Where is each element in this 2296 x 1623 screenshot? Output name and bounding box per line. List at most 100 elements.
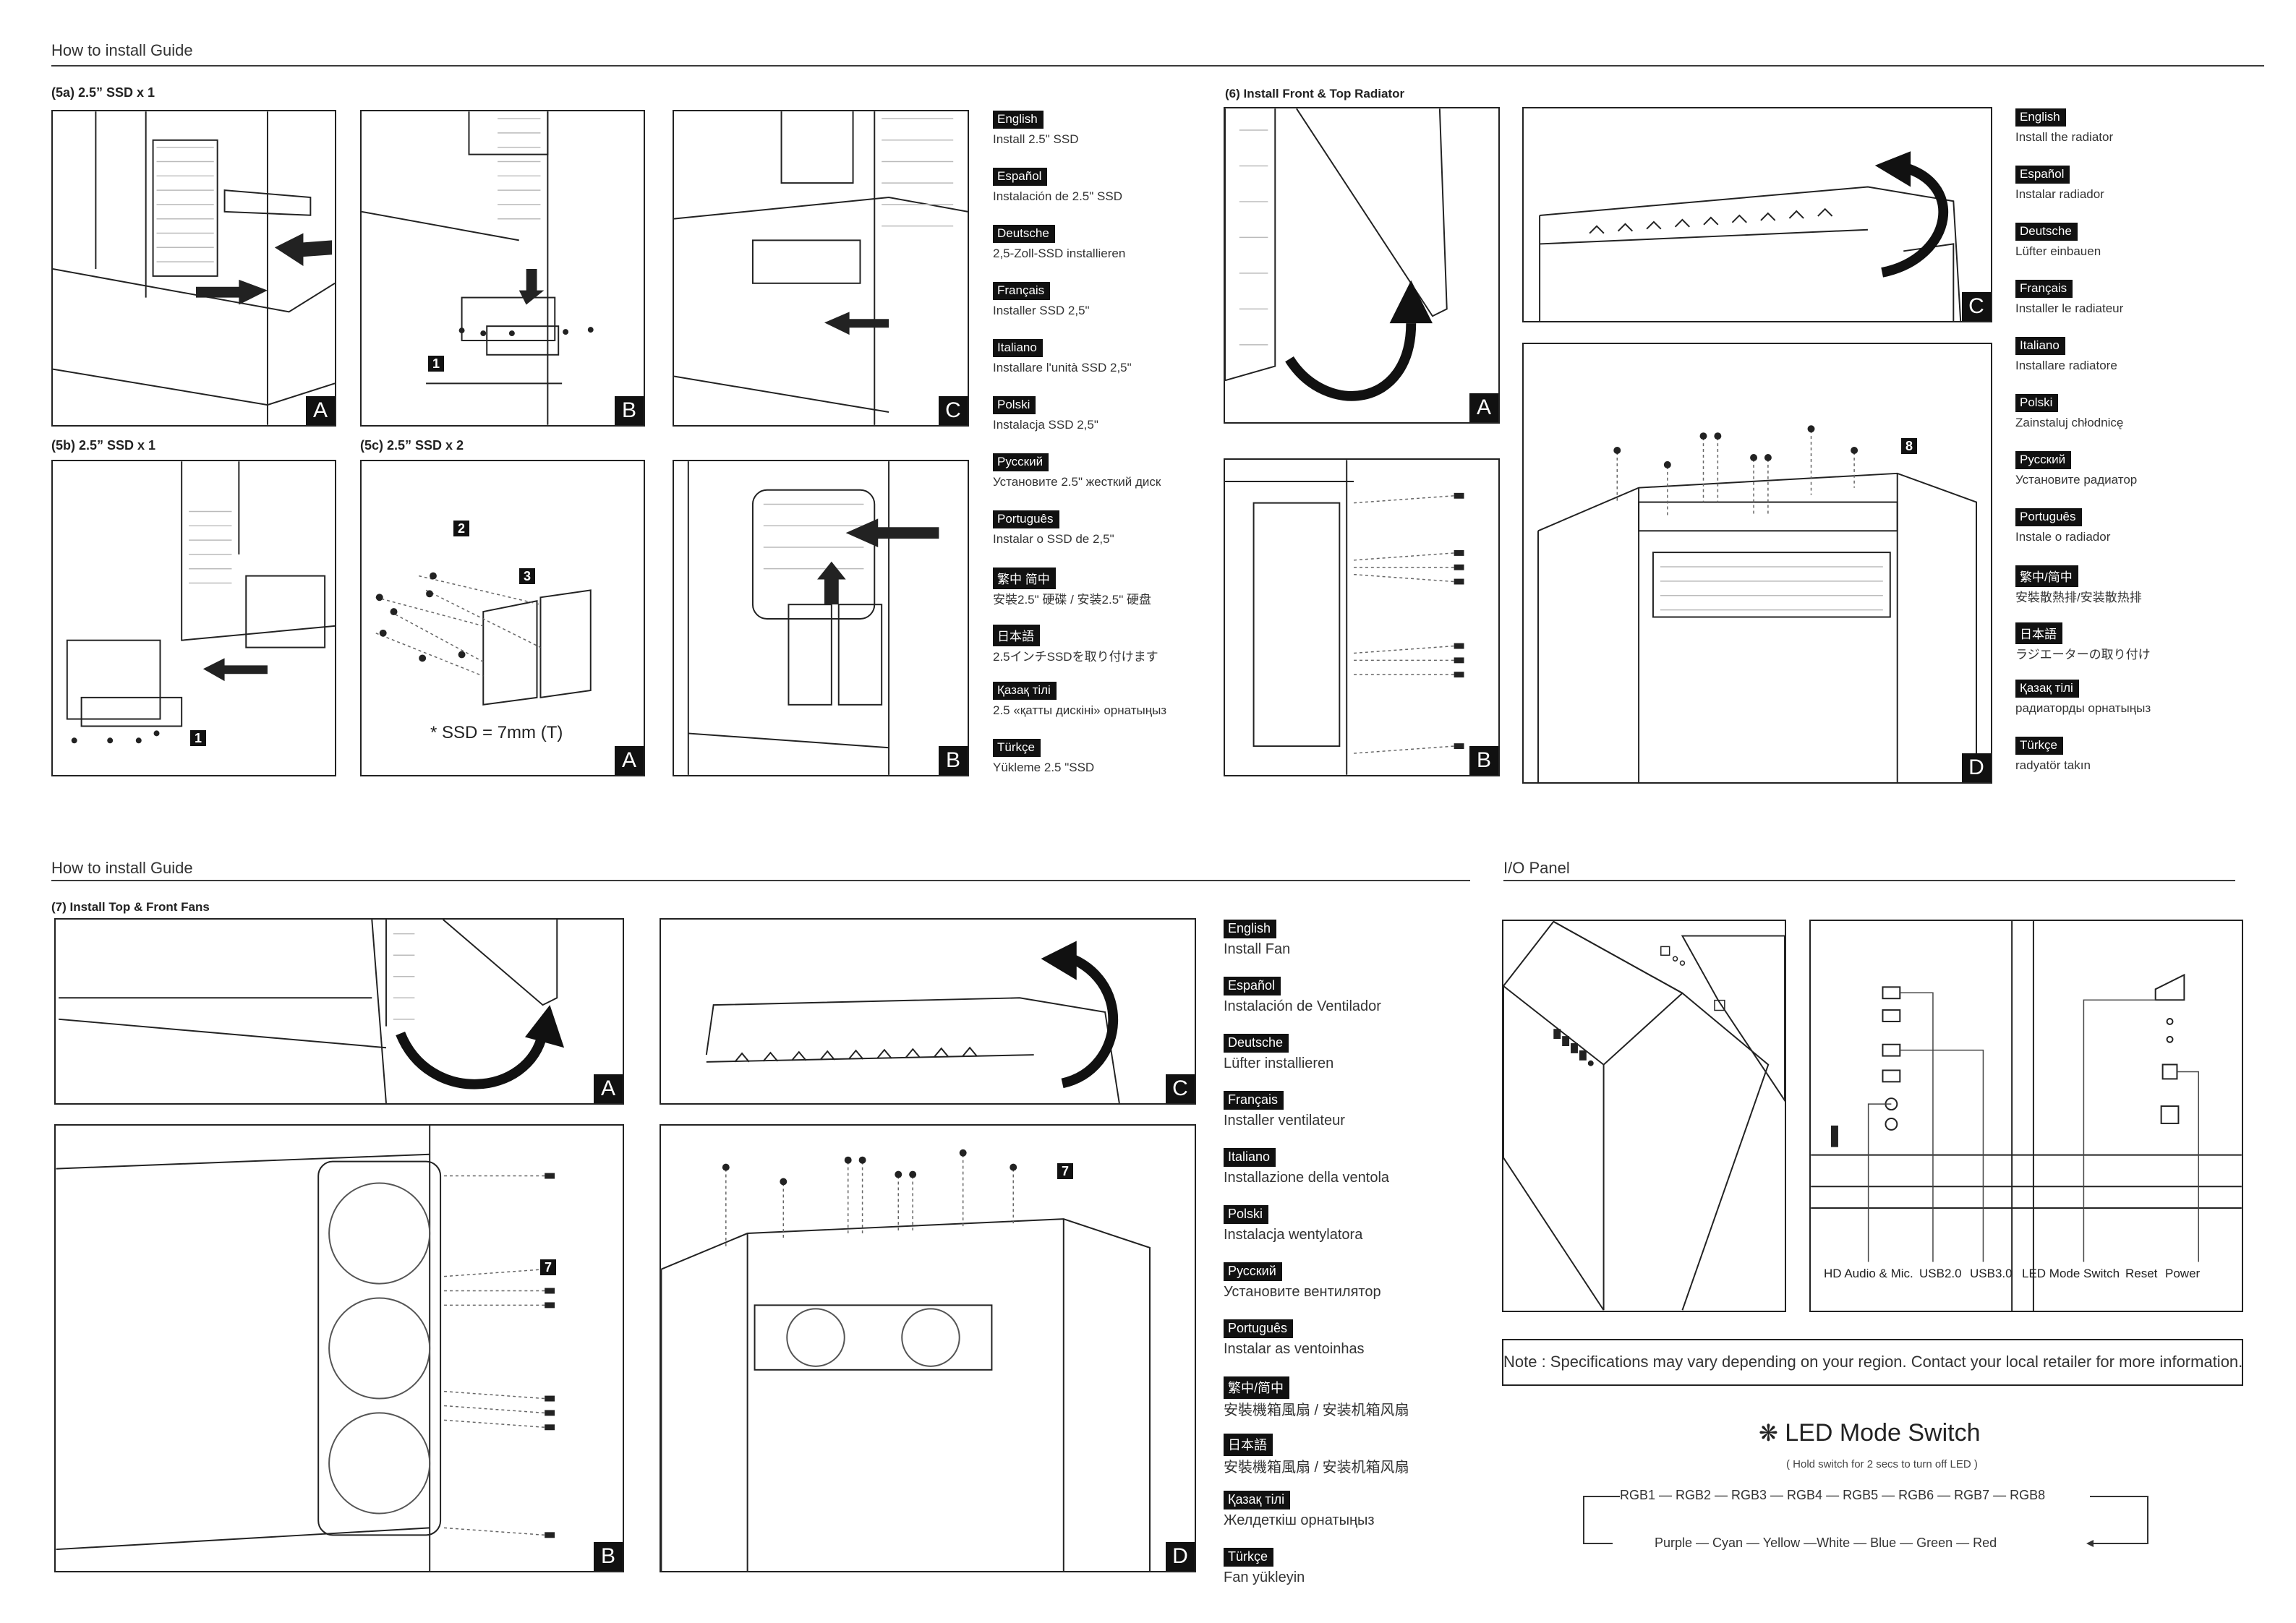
panel-letter: C xyxy=(1166,1074,1195,1103)
language-tag: Polski xyxy=(2015,394,2059,412)
instruction-text: Установите 2.5" жесткий диск xyxy=(993,475,1161,489)
callout-8: 8 xyxy=(1901,438,1917,454)
led-sun-icon: ❋ xyxy=(1759,1420,1778,1446)
case-drawing xyxy=(1225,460,1464,775)
instruction-text: 2.5 «қатты дискіні» орнатыңыз xyxy=(993,703,1167,717)
panel-letter: B xyxy=(615,396,644,425)
section-title-install-guide: How to install Guide xyxy=(51,859,193,877)
instruction-text: Instalar radiador xyxy=(2015,187,2104,201)
panel-letter: B xyxy=(1469,746,1498,775)
illustration-6-c: C xyxy=(1522,107,1992,322)
led-mode-switch-title: ❋ LED Mode Switch xyxy=(1759,1419,1981,1447)
case-drawing xyxy=(66,461,335,744)
case-drawing xyxy=(1225,108,1448,401)
language-tag: English xyxy=(1224,920,1277,938)
lang-japanese: 日本語ラジエーターの取り付け xyxy=(2015,622,2269,680)
panel-letter: D xyxy=(1962,753,1991,782)
label-hd-audio: HD Audio & Mic. xyxy=(1824,1267,1913,1280)
step-title-5b: (5b) 2.5” SSD x 1 xyxy=(51,438,156,453)
label-led-mode-switch: LED Mode Switch xyxy=(2022,1267,2120,1280)
instruction-text: Zainstaluj chłodnicę xyxy=(2015,416,2124,429)
instruction-text: Installer le radiateur xyxy=(2015,301,2124,315)
instruction-text: Instalación de Ventilador xyxy=(1224,998,1381,1014)
language-tag: Türkçe xyxy=(1224,1548,1274,1567)
instruction-text: Installazione della ventola xyxy=(1224,1170,1390,1186)
illustration-7-b: 7 B xyxy=(54,1124,624,1572)
instruction-text: 2,5-Zoll-SSD installieren xyxy=(993,247,1126,260)
led-color-sequence: Purple — Cyan — Yellow —White — Blue — G… xyxy=(1655,1536,1997,1550)
panel-letter: A xyxy=(615,746,644,775)
panel-letter: B xyxy=(594,1542,623,1571)
language-tag: Italiano xyxy=(993,339,1043,357)
illustration-5a-a: A xyxy=(51,110,336,427)
language-tag: Français xyxy=(1224,1091,1284,1110)
language-tag: 繁中 简中 xyxy=(993,568,1056,589)
instruction-text: Lüfter einbauen xyxy=(2015,244,2101,258)
language-tag: Русский xyxy=(2015,451,2072,469)
language-tag: Deutsche xyxy=(2015,223,2078,241)
callout-1: 1 xyxy=(428,356,444,372)
instruction-text: Install the radiator xyxy=(2015,130,2114,144)
instruction-text: Installare l'unità SSD 2,5" xyxy=(993,361,1132,374)
instruction-text: 安裝機箱風扇 / 安装机箱风扇 xyxy=(1224,1460,1409,1476)
callout-1: 1 xyxy=(190,730,206,746)
illustration-6-d: 8 D xyxy=(1522,343,1992,784)
language-tag: Қазақ тілі xyxy=(1224,1491,1291,1509)
language-tag: Polski xyxy=(993,396,1036,414)
illustration-5c-b: B xyxy=(673,460,969,776)
case-drawing xyxy=(56,1126,555,1571)
callout-7: 7 xyxy=(1057,1163,1073,1179)
panel-letter: A xyxy=(306,396,335,425)
panel-letter: C xyxy=(1962,292,1991,321)
illustration-6-a: A xyxy=(1224,107,1500,424)
instruction-text: Installare radiatore xyxy=(2015,359,2117,372)
illustration-5b-a: 1 xyxy=(51,460,336,776)
section-divider xyxy=(51,880,1470,881)
language-tag: Français xyxy=(2015,280,2073,298)
callout-2: 2 xyxy=(453,521,469,536)
instruction-text: Install Fan xyxy=(1224,941,1291,957)
illustration-7-c: C xyxy=(660,918,1196,1105)
illustration-7-a: A xyxy=(54,918,624,1105)
language-tag: Türkçe xyxy=(993,739,1041,757)
case-drawing xyxy=(661,1149,1151,1571)
case-drawing xyxy=(362,111,594,425)
step-title-7: (7) Install Top & Front Fans xyxy=(51,900,210,914)
instruction-text: Lüfter installieren xyxy=(1224,1055,1334,1071)
instruction-text: Установите вентилятор xyxy=(1224,1284,1381,1300)
illustration-5a-c: C xyxy=(673,110,969,427)
instruction-text: Желдеткіш орнатыңыз xyxy=(1224,1512,1375,1528)
instruction-text: Instale o radiador xyxy=(2015,530,2111,544)
case-drawing xyxy=(59,920,565,1103)
language-tag: Italiano xyxy=(1224,1148,1276,1167)
lang-japanese: 日本語安裝機箱風扇 / 安装机箱风扇 xyxy=(1224,1434,1484,1491)
io-panel-case-view xyxy=(1502,920,1786,1312)
language-tag: Deutsche xyxy=(1224,1034,1289,1053)
section-title-install-guide: How to install Guide xyxy=(51,41,193,59)
specification-note: Note : Specifications may vary depending… xyxy=(1502,1339,2243,1386)
label-usb2: USB2.0 xyxy=(1919,1267,1962,1280)
led-title-text: LED Mode Switch xyxy=(1785,1419,1981,1447)
step-title-5a: (5a) 2.5” SSD x 1 xyxy=(51,85,155,100)
language-tag: Italiano xyxy=(2015,337,2065,355)
case-drawing xyxy=(1537,425,1977,782)
instruction-text: Instalacja SSD 2,5" xyxy=(993,418,1098,432)
case-drawing xyxy=(705,941,1120,1103)
